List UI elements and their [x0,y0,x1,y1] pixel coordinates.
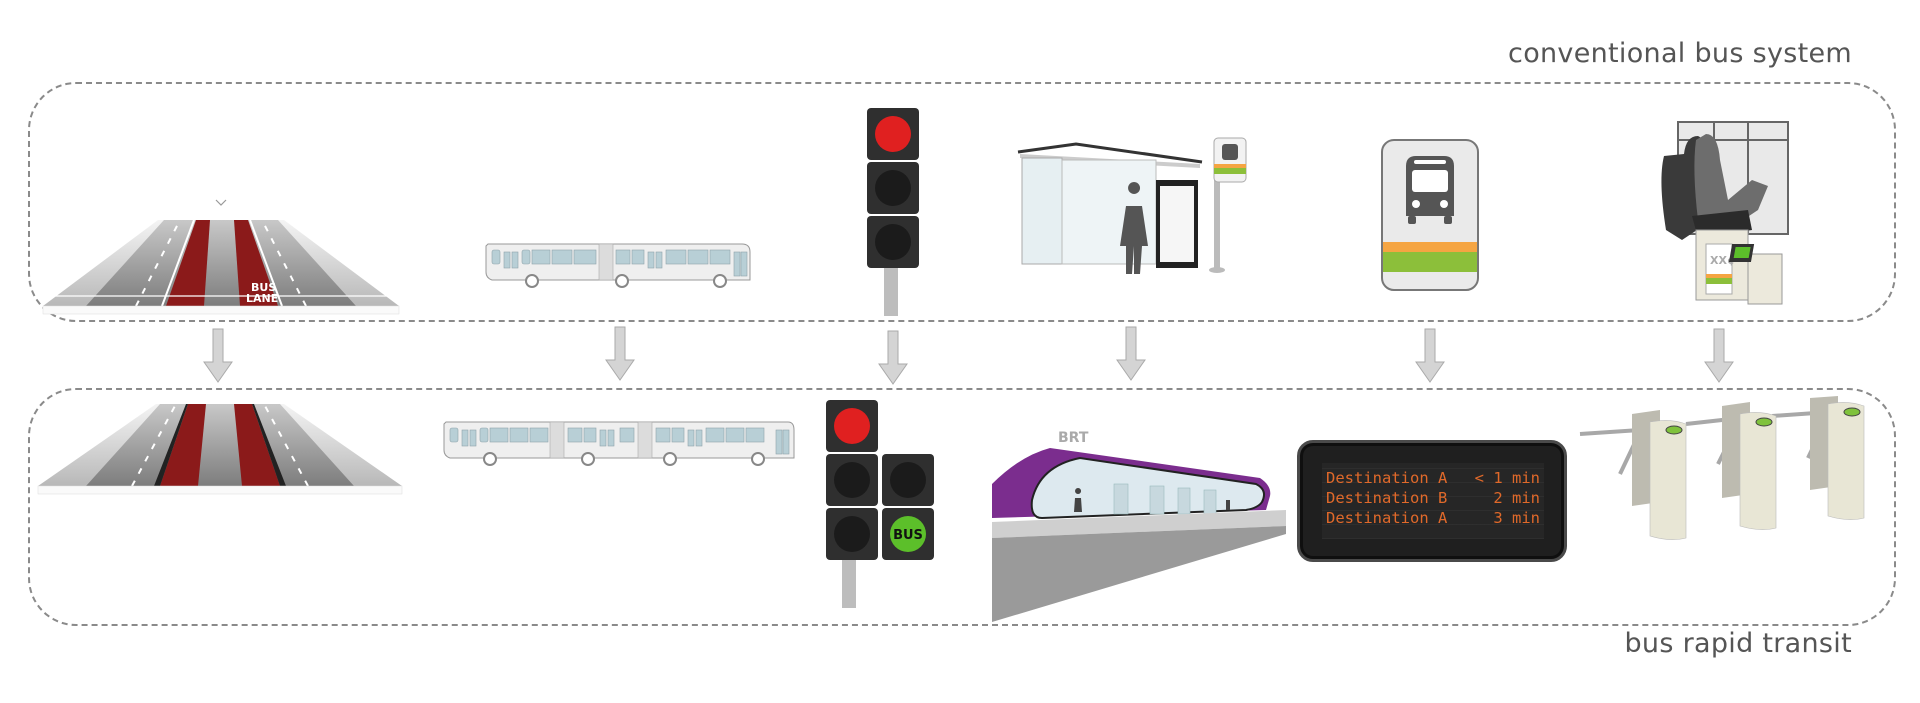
bus-shelter-illustration [1017,137,1247,274]
departure-display: Destination A < 1 min Destination B 2 mi… [1297,440,1567,562]
departure-row: Destination A < 1 min [1322,468,1544,488]
brt-station-illustration: BRT [992,430,1286,622]
brt-panel [28,388,1896,626]
bus-stop-sign-icon [1222,144,1238,160]
bus-priority-signal-illustration: BUS [826,400,934,608]
down-arrow-icon [1415,328,1445,383]
departure-row: Destination A 3 min [1322,508,1544,528]
segregated-busway-illustration [37,403,403,495]
red-light-icon [875,116,911,152]
down-arrow-icon [203,328,233,383]
driver-farebox-illustration: XX¢ [1661,121,1789,305]
departure-time: 3 min [1493,509,1540,527]
bus-green-light-icon [890,516,926,552]
departure-row: Destination B 2 min [1322,488,1544,508]
departure-time: < 1 min [1474,469,1540,487]
down-arrow-icon [1116,326,1146,381]
departure-destination: Destination B [1326,489,1448,507]
down-arrow-icon [605,326,635,381]
turnstiles-illustration [1579,396,1865,540]
articulated-bus-illustration [485,243,751,288]
person-silhouette-icon [1074,488,1082,512]
person-silhouette-icon [1120,182,1148,274]
bi-articulated-bus-illustration [443,421,795,466]
bus-lane-marking-text: BUS [251,281,276,294]
svg-text:LANE: LANE [246,292,278,305]
bus-rapid-transit-label: bus rapid transit [1624,628,1852,659]
departure-destination: Destination A [1326,509,1448,527]
painted-bus-lane-road-illustration: BUS LANE [42,199,400,315]
fare-price-label: XX¢ [1710,254,1735,267]
bus-front-icon [1406,156,1454,224]
departure-destination: Destination A [1326,469,1448,487]
bus-stop-sign-illustration [1381,139,1479,291]
brt-station-sign: BRT [1058,430,1089,446]
standard-traffic-light-illustration [867,108,919,316]
red-light-icon [834,408,870,444]
bus-signal-label: BUS [893,528,923,543]
departure-time: 2 min [1493,489,1540,507]
conventional-panel [28,82,1896,322]
conventional-bus-system-label: conventional bus system [1508,38,1852,69]
down-arrow-icon [1704,328,1734,383]
down-arrow-icon [878,330,908,385]
